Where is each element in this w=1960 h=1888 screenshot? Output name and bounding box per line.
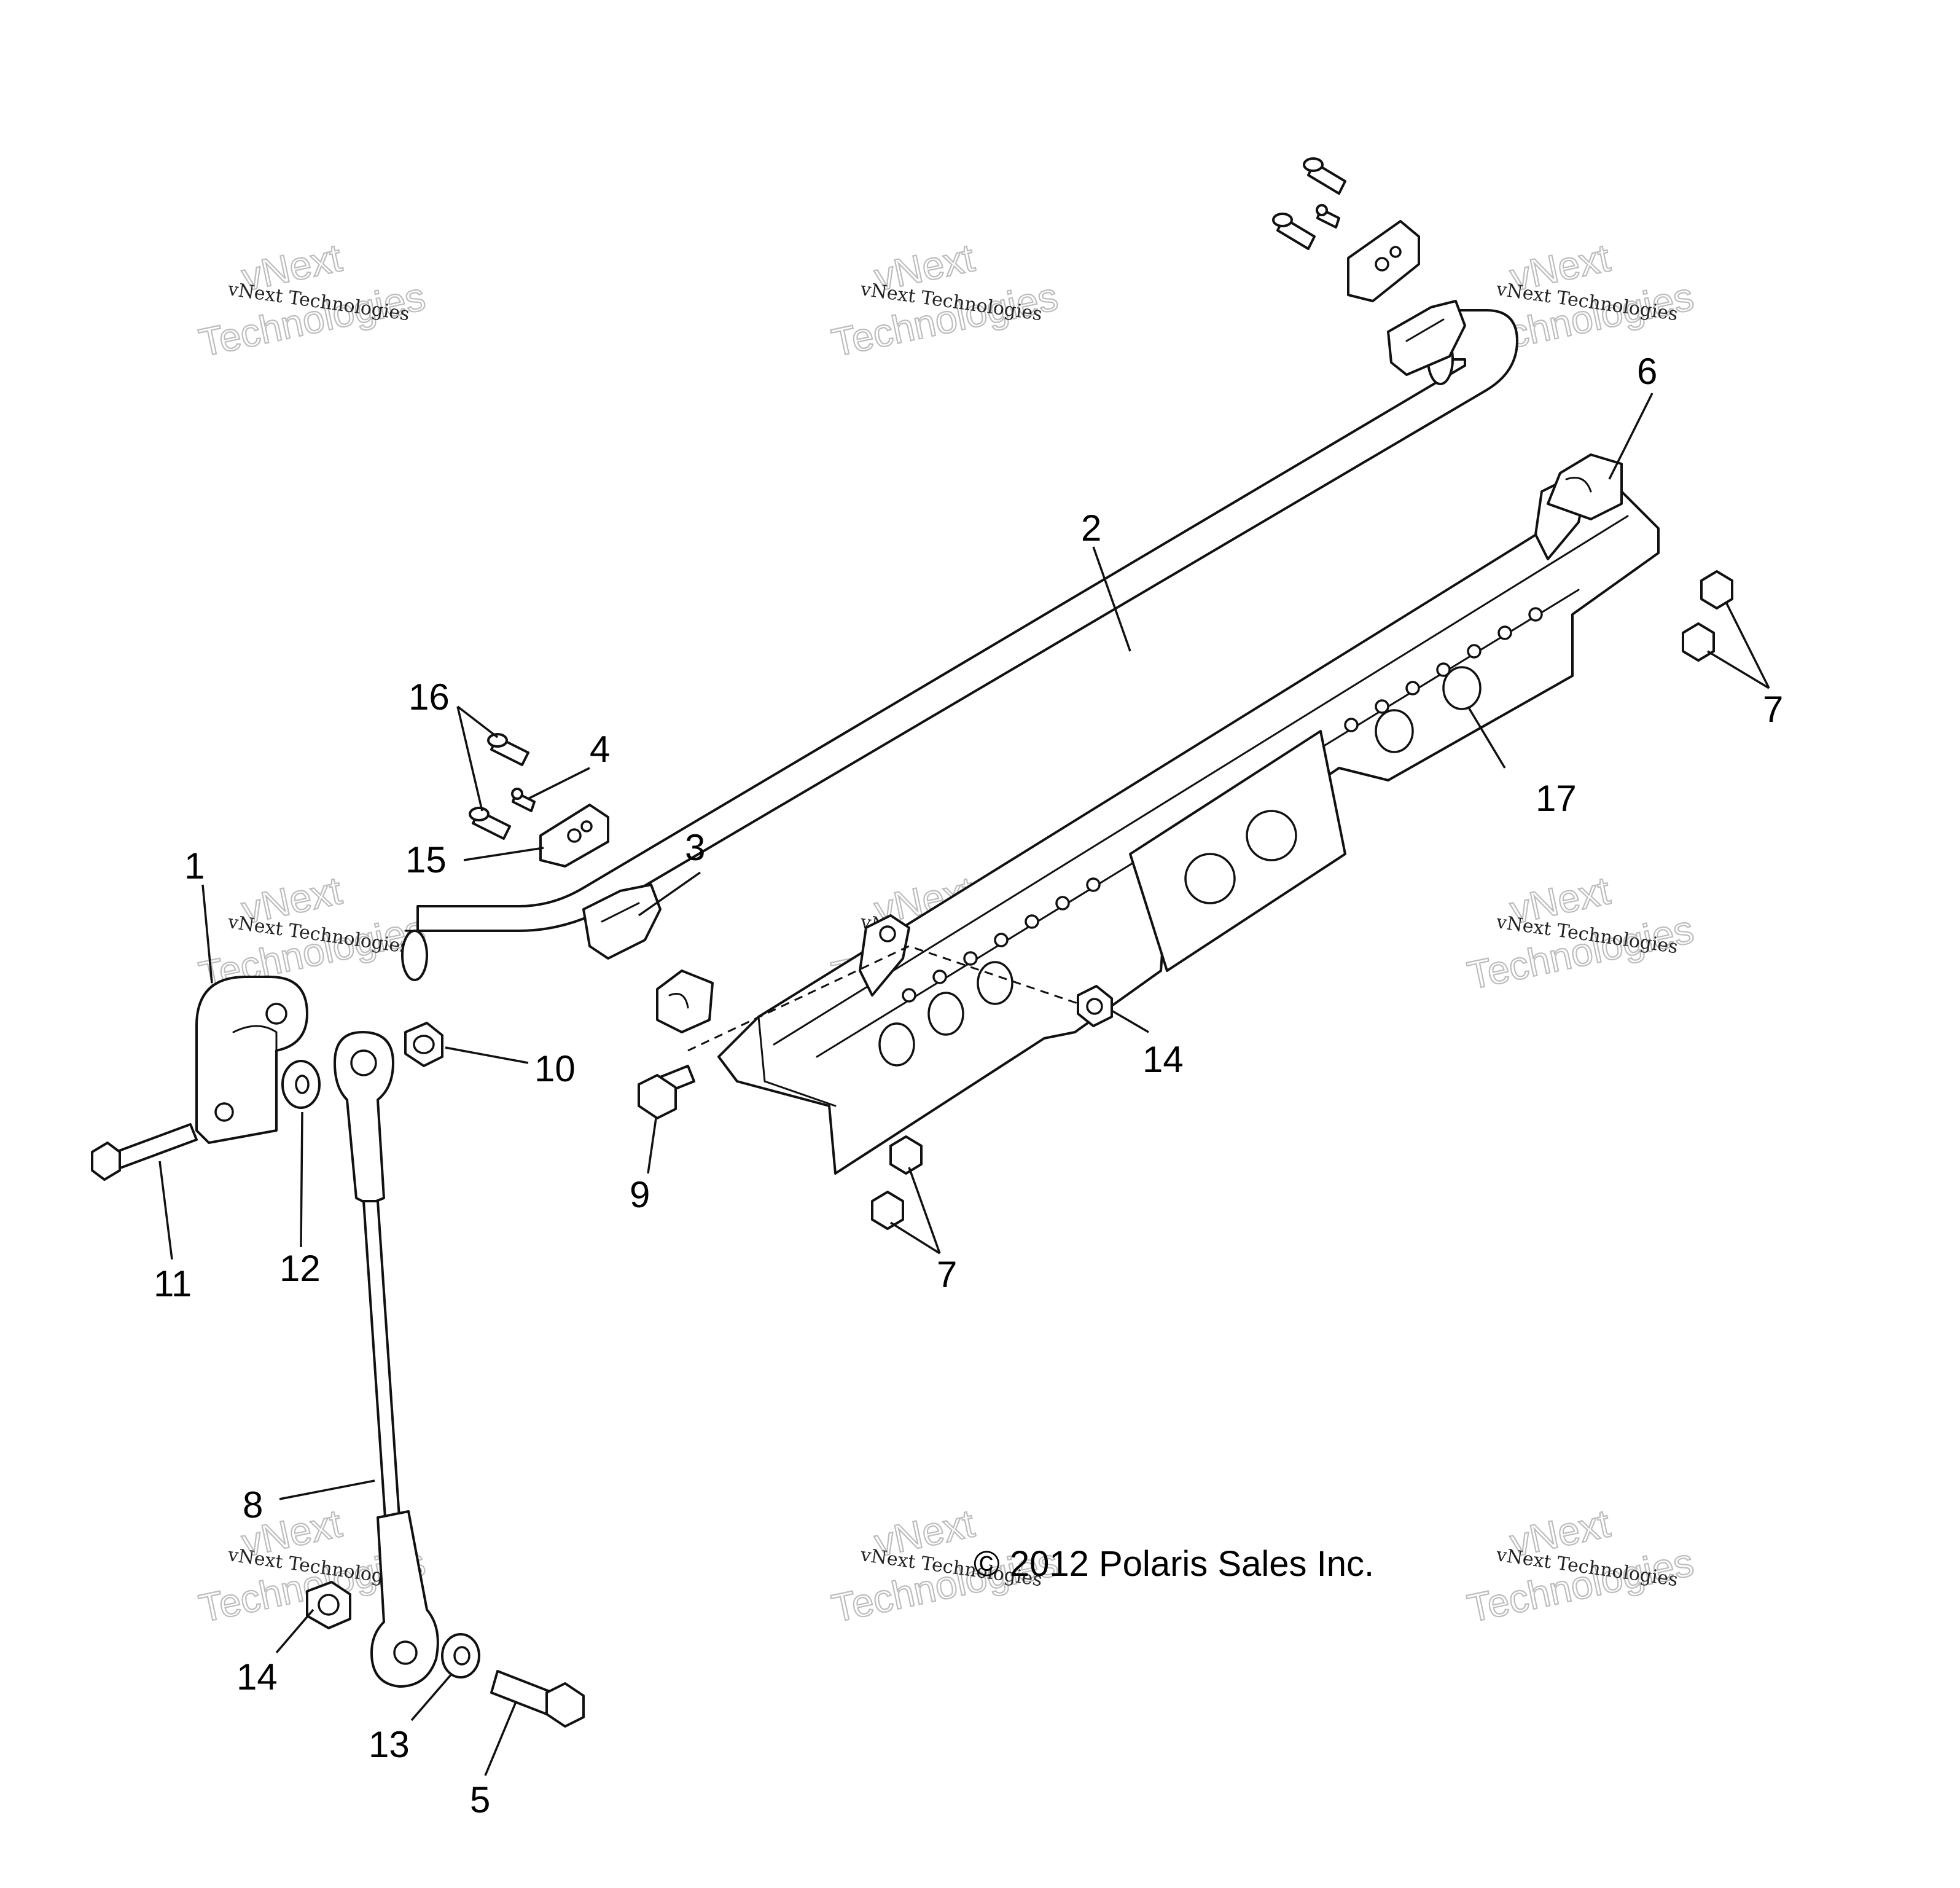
mount-tab-left (859, 914, 910, 997)
channel-hole (927, 992, 964, 1036)
copyright-notice: © 2012 Polaris Sales Inc. (974, 1544, 1374, 1584)
nut-top (404, 1022, 443, 1067)
channel-hole (1344, 718, 1359, 732)
arm-hole (214, 1102, 234, 1122)
channel-hole (1405, 681, 1420, 695)
watermark: vNext Technologies vNext Technologies (195, 235, 430, 366)
plate-hole (1246, 810, 1297, 861)
watermark: vNext Technologies vNext Technologies (1463, 1500, 1698, 1631)
bar-end-left (401, 930, 428, 981)
callout-3: 3 (685, 827, 705, 868)
channel-hole (1086, 877, 1101, 892)
watermark: vNext Technologies vNext Technologies (827, 235, 1063, 366)
channel-hole (994, 933, 1009, 947)
callouts: 1 2 3 4 5 6 7 7 8 9 10 11 12 13 14 14 15… (154, 351, 1783, 1820)
callout-14: 14 (236, 1656, 278, 1698)
clamp-right (1387, 300, 1466, 376)
grease-fitting-right (1316, 204, 1340, 229)
channel-hole (932, 969, 947, 984)
channel-hole (902, 988, 916, 1003)
mount-plate-right (1347, 220, 1420, 302)
callout-17: 17 (1536, 778, 1577, 819)
callout-11: 11 (154, 1263, 192, 1304)
channel-hole (1436, 662, 1451, 677)
grease-fitting-left (511, 788, 536, 812)
mount-channel (717, 478, 1660, 1175)
callout-7: 7 (937, 1254, 957, 1295)
plate-hole (1184, 853, 1236, 904)
link-arm (195, 976, 308, 1144)
bushing-right (1547, 453, 1623, 520)
callout-1: 1 (184, 845, 205, 887)
bolt-head (91, 1142, 121, 1181)
channel-hole (1375, 709, 1414, 753)
nut-right-2 (1682, 622, 1715, 662)
callout-7: 7 (1763, 689, 1783, 730)
bolt-head (638, 1074, 677, 1119)
channel-hole (1025, 914, 1039, 929)
nut-lower (871, 1135, 923, 1230)
watermark: vNext Technologies vNext Technologies (1463, 868, 1698, 998)
channel-hole (1375, 699, 1389, 714)
leader-lines (158, 393, 1770, 1776)
callout-2: 2 (1081, 507, 1101, 549)
bolt-head (545, 1682, 585, 1728)
callout-10: 10 (534, 1048, 576, 1089)
channel-hole (977, 961, 1013, 1005)
callout-6: 6 (1637, 351, 1657, 392)
channel-hole (1497, 625, 1512, 640)
bolt-nine (638, 945, 1082, 1119)
callout-15: 15 (405, 839, 447, 880)
channel-hole (1528, 607, 1543, 622)
nut-right (1682, 570, 1733, 662)
callout-14: 14 (1142, 1039, 1184, 1080)
callout-8: 8 (243, 1484, 263, 1526)
callout-9: 9 (630, 1174, 650, 1215)
center-plate (1129, 730, 1346, 972)
bolt-short (490, 1670, 585, 1728)
nut-middle (1077, 985, 1113, 1027)
link-rod (334, 1031, 439, 1688)
channel-hole (1467, 644, 1482, 659)
spacer (441, 1633, 480, 1678)
nut-lower-left (306, 1581, 351, 1629)
washer (281, 1060, 321, 1109)
mount-plate-left (539, 804, 609, 868)
arm-hole (265, 1003, 287, 1025)
callout-4: 4 (590, 729, 610, 770)
channel-hole (878, 1022, 915, 1067)
callout-5: 5 (470, 1779, 490, 1820)
channel-hole (963, 951, 978, 966)
channel-hole (1055, 896, 1070, 911)
callout-12: 12 (279, 1248, 321, 1289)
bolt-small-right (1272, 157, 1346, 250)
tab-hole (879, 925, 896, 942)
callout-13: 13 (369, 1724, 410, 1765)
channel-hole (1442, 666, 1482, 710)
callout-16: 16 (408, 676, 450, 718)
bolt-small-left (469, 733, 529, 840)
bushing-left (656, 969, 714, 1033)
clamp-left (582, 883, 662, 960)
bolt-long (91, 1123, 198, 1181)
